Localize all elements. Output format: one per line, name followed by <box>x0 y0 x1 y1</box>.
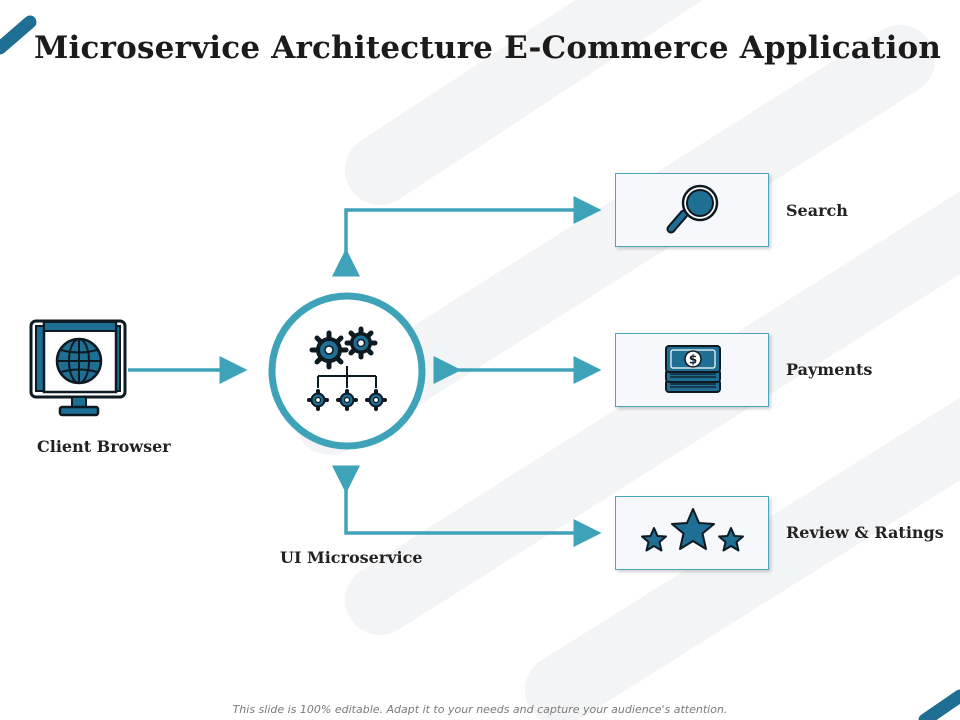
svg-text:$: $ <box>689 353 697 367</box>
reviews-box <box>615 496 769 570</box>
client-browser-label: Client Browser <box>37 437 171 456</box>
search-box <box>615 173 769 247</box>
payments-label: Payments <box>786 360 873 379</box>
ui-microservice-node <box>268 292 426 450</box>
stars-icon <box>641 508 744 552</box>
footer-note: This slide is 100% editable. Adapt it to… <box>232 703 728 716</box>
page-title: Microservice Architecture E-Commerce App… <box>34 30 942 66</box>
corner-accent-top <box>0 15 37 55</box>
payments-box: $ <box>615 333 769 407</box>
reviews-label: Review & Ratings <box>786 523 944 542</box>
money-stack-icon: $ <box>665 345 721 393</box>
magnifier-icon <box>666 184 719 234</box>
monitor-globe-icon <box>29 319 127 417</box>
gears-hierarchy-icon <box>307 326 387 411</box>
corner-accent-bottom <box>918 689 960 720</box>
arrow-ui-search <box>332 196 602 277</box>
ui-microservice-label: UI Microservice <box>280 548 423 567</box>
search-label: Search <box>786 201 848 220</box>
arrow-ui-reviews <box>332 465 602 547</box>
